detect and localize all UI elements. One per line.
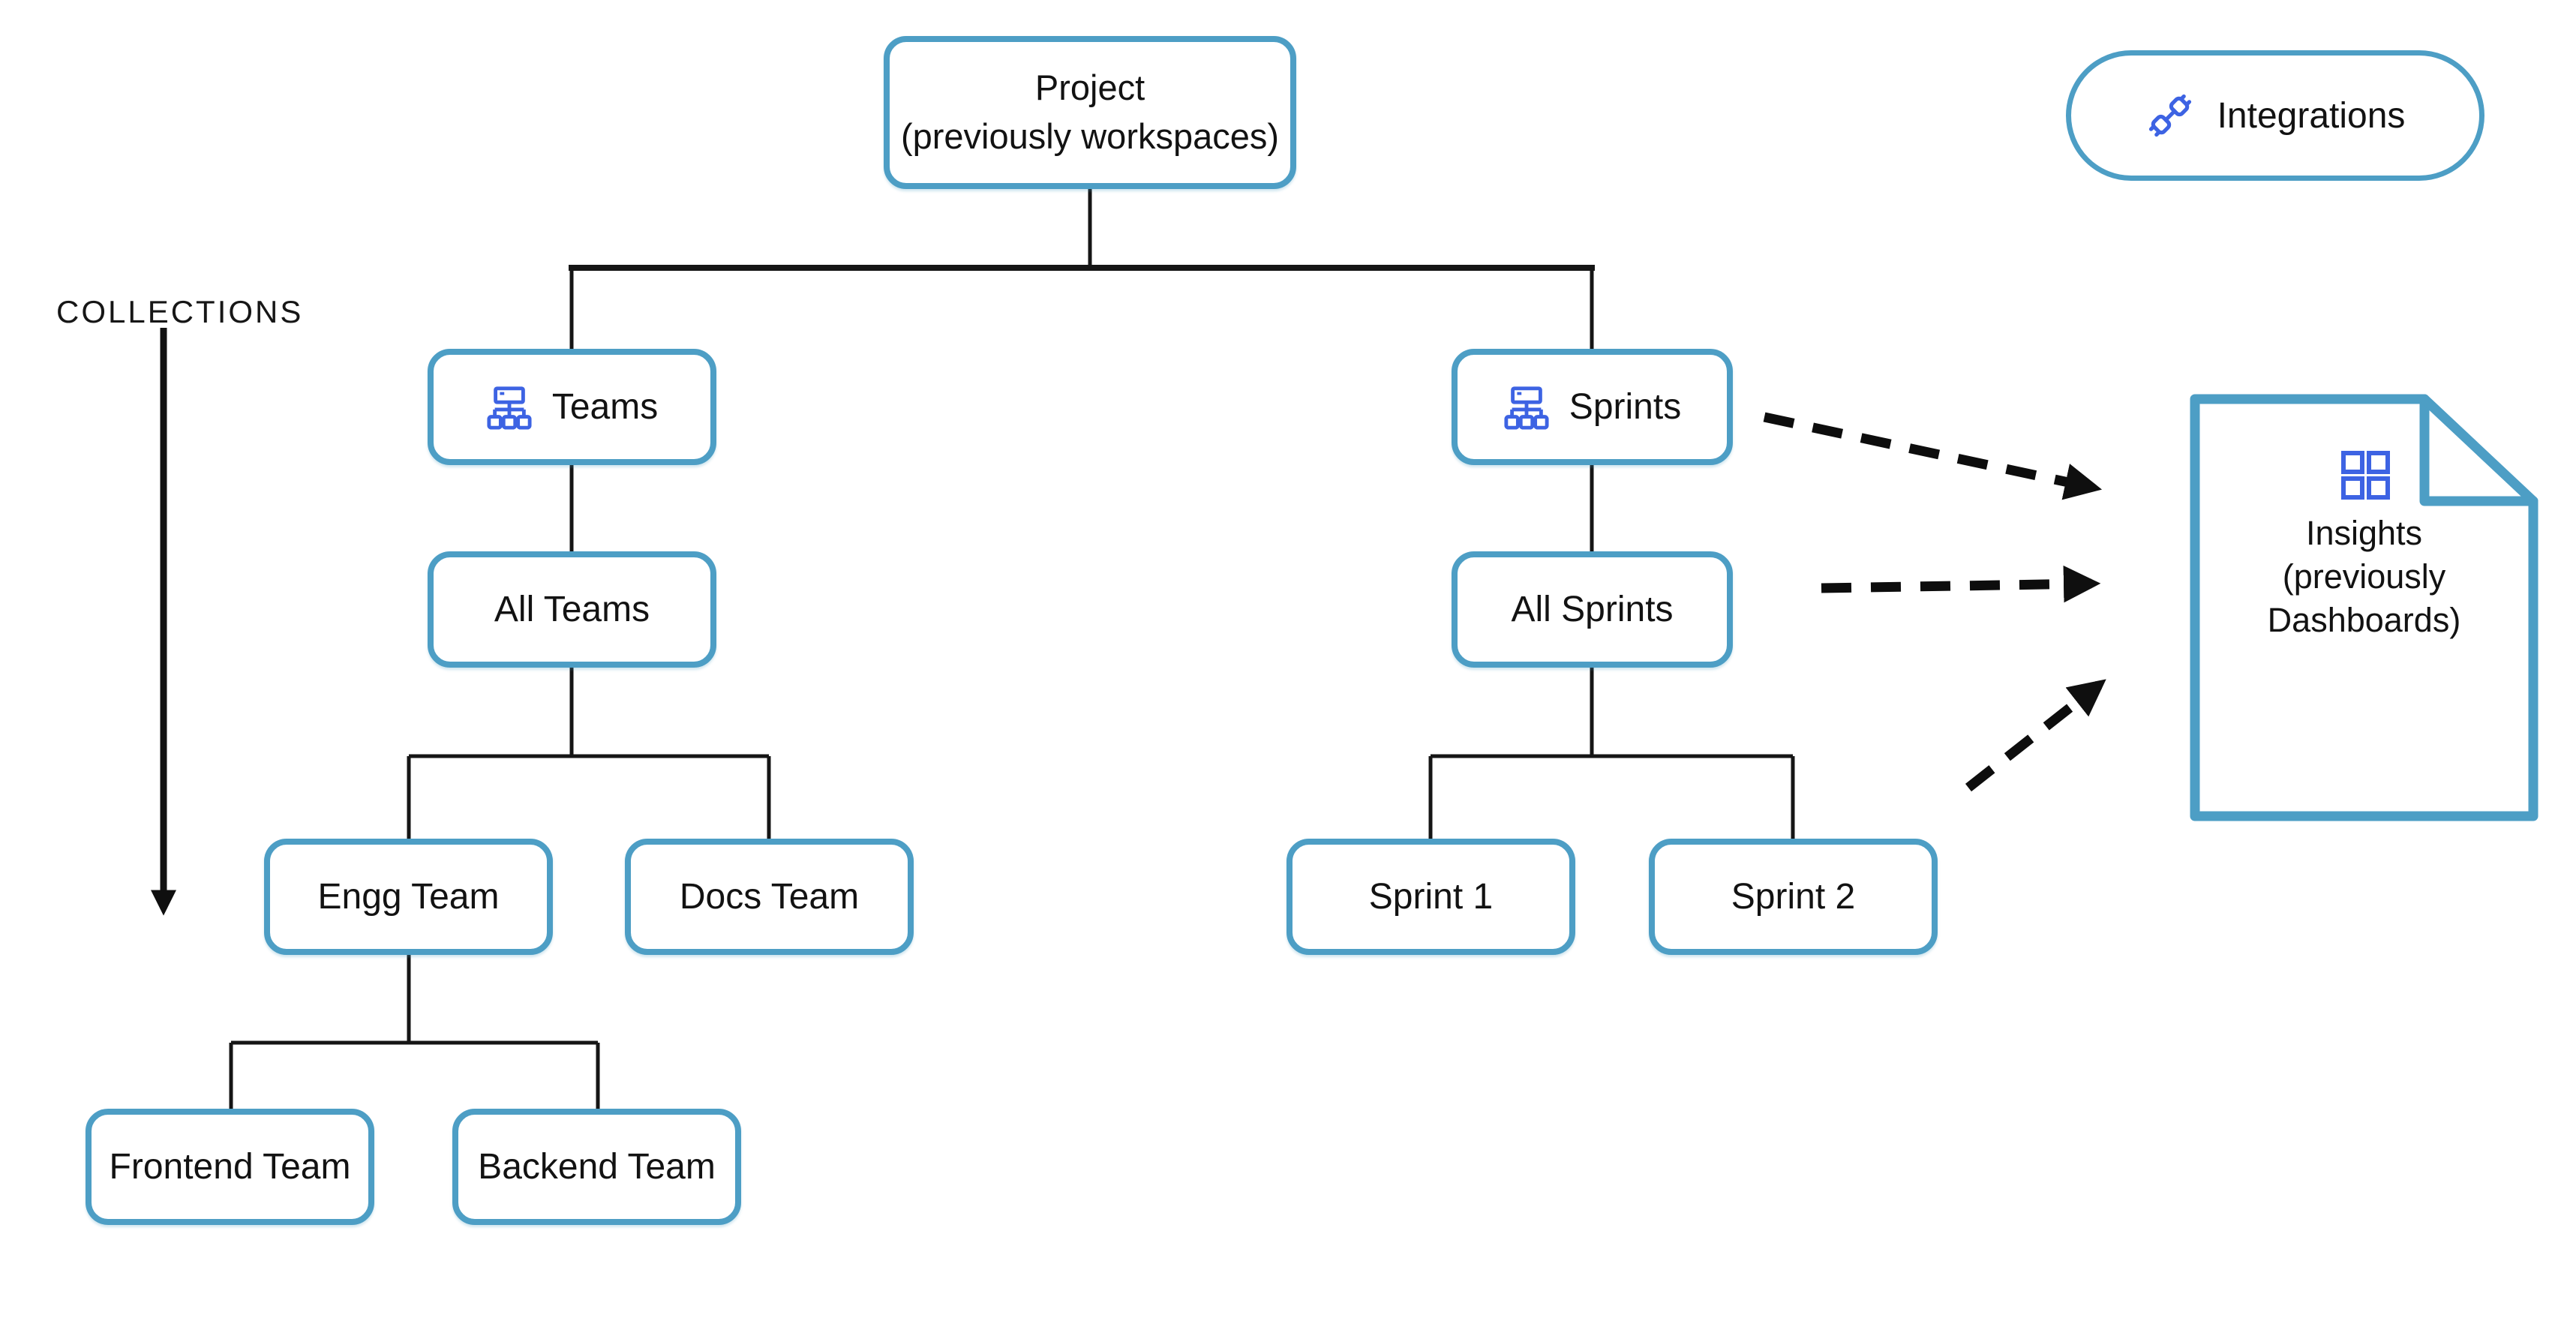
insights-document-shape xyxy=(2190,394,2538,821)
sprint-1-label: Sprint 1 xyxy=(1368,877,1494,917)
node-sprint-1: Sprint 1 xyxy=(1286,839,1575,955)
all-sprints-label: All Sprints xyxy=(1511,590,1674,629)
docs-team-label: Docs Team xyxy=(679,877,860,917)
plug-integration-icon xyxy=(2148,94,2191,137)
node-all-teams: All Teams xyxy=(428,551,716,668)
sprint-2-label: Sprint 2 xyxy=(1731,877,1856,917)
frontend-team-label: Frontend Team xyxy=(109,1147,351,1187)
node-docs-team: Docs Team xyxy=(625,839,914,955)
node-teams: Teams xyxy=(428,349,716,465)
backend-team-label: Backend Team xyxy=(478,1147,716,1187)
node-sprints: Sprints xyxy=(1452,349,1733,465)
teams-label: Teams xyxy=(551,387,659,427)
sprints-label: Sprints xyxy=(1569,387,1682,427)
engg-team-label: Engg Team xyxy=(317,877,500,917)
node-sprint-2: Sprint 2 xyxy=(1649,839,1938,955)
org-hierarchy-icon xyxy=(487,386,532,430)
insights-title: Insights xyxy=(2305,514,2423,552)
node-frontend-team: Frontend Team xyxy=(86,1109,374,1225)
org-hierarchy-icon xyxy=(1504,386,1549,430)
dashboard-grid-icon xyxy=(2341,451,2390,500)
dashed-arrow-sprints-to-insights xyxy=(1763,412,2103,500)
integrations-label: Integrations xyxy=(2217,95,2406,136)
dashed-arrow-allsprints-to-insights xyxy=(1821,565,2101,603)
insights-subtitle-line-2: Dashboards) xyxy=(2267,601,2461,639)
collections-axis-label: COLLECTIONS xyxy=(56,294,304,329)
dashed-arrow-sprint2-to-insights xyxy=(1965,679,2106,792)
node-engg-team: Engg Team xyxy=(264,839,553,955)
node-project: Project (previously workspaces) xyxy=(884,36,1296,189)
insights-subtitle-line-1: (previously xyxy=(2282,557,2446,596)
project-subtitle: (previously workspaces) xyxy=(900,116,1280,156)
all-teams-label: All Teams xyxy=(494,590,650,629)
project-title: Project xyxy=(1034,68,1145,108)
node-all-sprints: All Sprints xyxy=(1452,551,1733,668)
integrations-pill: Integrations xyxy=(2066,50,2484,181)
tree-connectors xyxy=(229,188,1795,1110)
node-backend-team: Backend Team xyxy=(452,1109,741,1225)
insights-document-text: Insights (previously Dashboards) xyxy=(2195,512,2533,642)
